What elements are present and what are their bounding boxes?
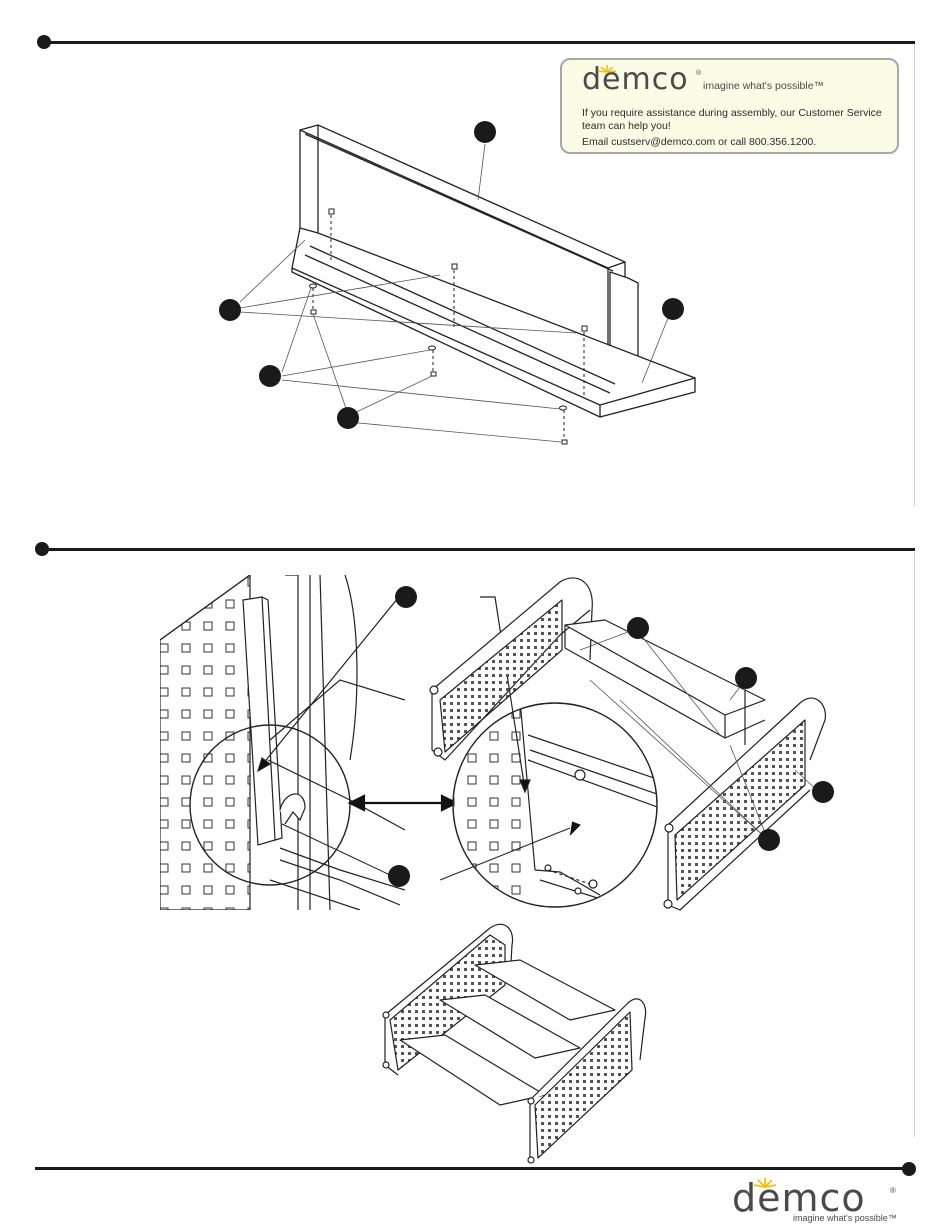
footer-marker-dot: [902, 1162, 916, 1176]
callout-marker: [758, 829, 780, 851]
callout-marker: [388, 865, 410, 887]
callout-marker: [395, 586, 417, 608]
footer-sun-rays-logo-icon: [752, 1176, 778, 1188]
callout-marker: [627, 617, 649, 639]
footer-tagline: imagine what's possible™: [793, 1213, 897, 1223]
callout-marker: [812, 781, 834, 803]
footer-divider: [35, 1167, 908, 1170]
callout-marker: [735, 667, 757, 689]
footer-registered-mark: ®: [890, 1186, 896, 1195]
